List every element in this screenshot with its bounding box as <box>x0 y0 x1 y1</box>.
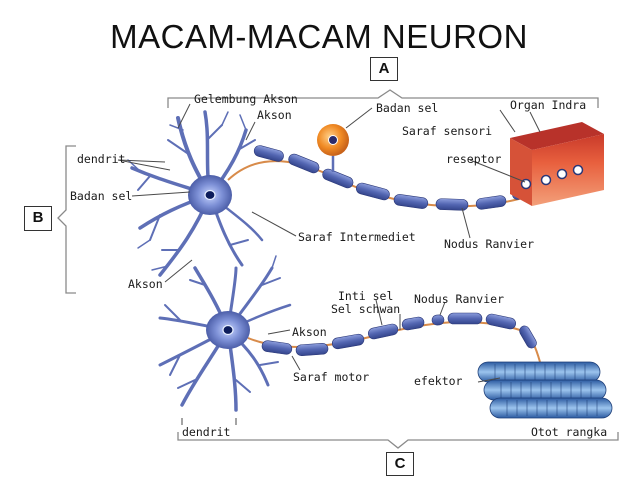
top-neuron-nucleus <box>204 189 216 201</box>
leader-lines <box>117 103 541 425</box>
label-badan-sel-left: Badan sel <box>70 189 133 203</box>
label-efektor: efektor <box>414 374 463 388</box>
bottom-neuron-nucleus <box>222 324 234 336</box>
label-organ-indra: Organ Indra <box>510 98 587 112</box>
box-b: B <box>24 206 52 231</box>
label-akson-left: Akson <box>128 277 163 291</box>
label-gelembung-akson: Gelembung Akson <box>194 92 298 106</box>
skeletal-muscle <box>477 361 613 419</box>
label-saraf-motor: Saraf motor <box>293 370 370 384</box>
bracket-a <box>167 89 599 108</box>
diagram-title: MACAM-MACAM NEURON <box>110 18 528 55</box>
label-otot-rangka: Otot rangka <box>531 425 608 439</box>
label-dendrit-left: dendrit <box>77 152 126 166</box>
muscle-striations <box>494 364 598 416</box>
sensory-cell-nucleus <box>328 135 338 145</box>
label-sel-schwan: Sel schwan <box>331 302 401 316</box>
label-badan-sel-top: Badan sel <box>376 101 439 115</box>
label-inti-sel: Inti sel <box>338 289 394 303</box>
bottom-axon-myelin <box>261 312 537 357</box>
label-saraf-intermediet: Saraf Intermediet <box>298 230 416 244</box>
label-dendrit-bottom: dendrit <box>182 425 231 439</box>
skin-block <box>510 122 604 206</box>
top-axon-myelin <box>253 145 538 211</box>
label-akson-bottom: Akson <box>292 325 327 339</box>
label-reseptor: reseptor <box>446 152 502 166</box>
box-c: C <box>386 452 414 476</box>
label-akson-top: Akson <box>257 108 292 122</box>
bracket-b <box>57 145 76 294</box>
box-a: A <box>370 57 398 81</box>
label-saraf-sensori: Saraf sensori <box>402 124 493 138</box>
bracket-c <box>177 432 619 449</box>
label-nodus-ranvier-bottom: Nodus Ranvier <box>414 292 505 306</box>
label-nodus-ranvier-top: Nodus Ranvier <box>444 237 535 251</box>
